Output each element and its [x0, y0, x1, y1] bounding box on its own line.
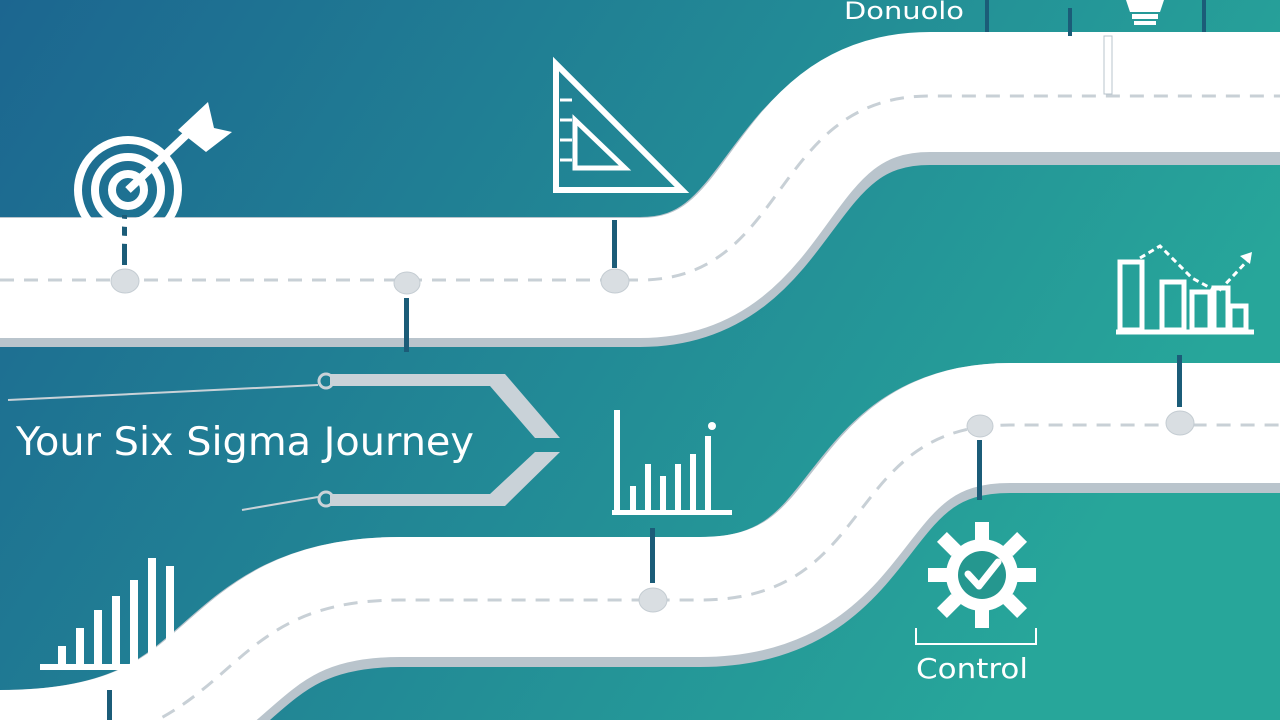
- page-title: Your Six Sigma Journey: [15, 420, 474, 465]
- milestone-nodes: [110, 268, 1195, 613]
- top-road: [0, 32, 1280, 347]
- milestone-node: [638, 587, 668, 613]
- arrow-line: [7, 384, 319, 401]
- lightbulb-icon: [1126, 0, 1164, 25]
- milestone-node: [600, 268, 630, 294]
- pole: [985, 0, 989, 32]
- control-label: Control: [916, 652, 1028, 685]
- bar-chart-icon: [612, 410, 732, 515]
- road-segment-separator: [1103, 35, 1113, 95]
- pole: [1202, 0, 1206, 32]
- pole: [1177, 355, 1182, 407]
- bottom-road: [0, 363, 1280, 720]
- arrow-connector-dot: [317, 490, 335, 508]
- pole: [404, 298, 409, 352]
- arrow-line: [241, 496, 319, 511]
- triangle-ruler-icon: [553, 56, 690, 193]
- gear-check-icon: [928, 522, 1036, 628]
- top-section-label: Donuolo: [844, 0, 964, 25]
- growth-bar-chart-icon: [40, 558, 180, 670]
- milestone-node: [110, 268, 140, 294]
- trend-chart-icon: [1116, 244, 1254, 335]
- pole: [107, 690, 112, 720]
- pole: [650, 528, 655, 583]
- milestone-node: [393, 271, 421, 295]
- control-label-bracket: [915, 628, 1037, 645]
- target-arrow-icon: [74, 102, 232, 244]
- pole: [612, 220, 617, 268]
- title-arrow-banner: [7, 372, 560, 511]
- pole: [1068, 8, 1072, 36]
- milestone-node: [966, 414, 994, 438]
- arrow-connector-dot: [317, 372, 335, 390]
- milestone-node: [1165, 410, 1195, 436]
- pole: [977, 440, 982, 500]
